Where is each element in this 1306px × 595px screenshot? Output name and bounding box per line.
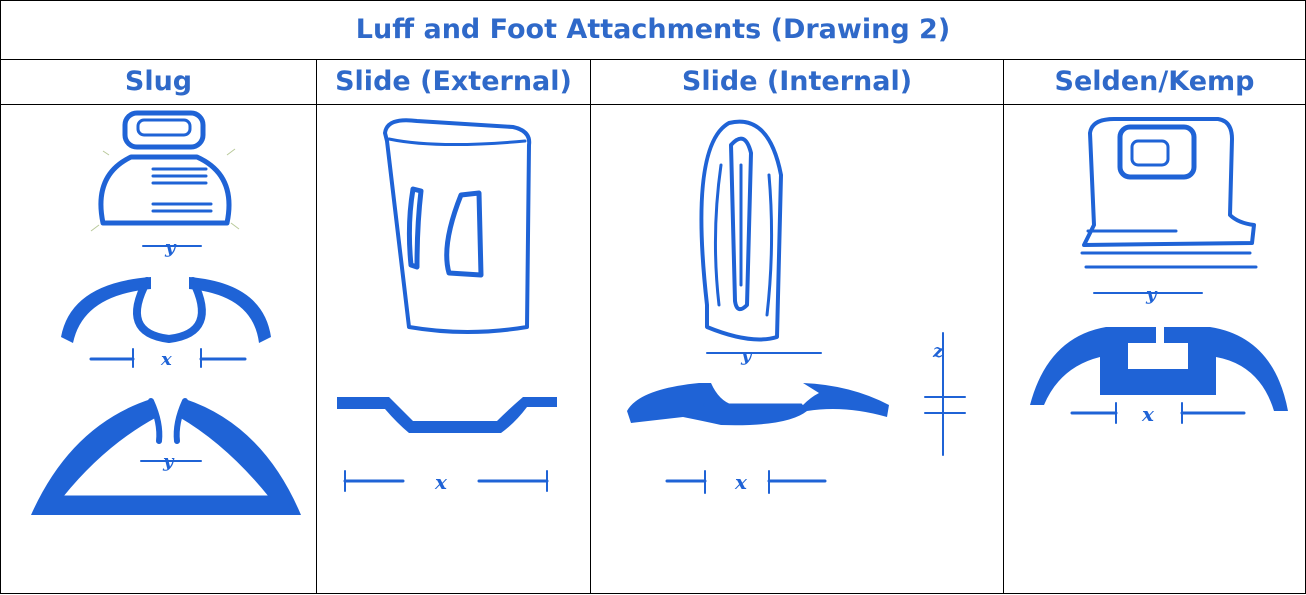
column-header-slug: Slug [124, 66, 193, 97]
selden-kemp-drawing: y x [1030, 117, 1288, 426]
slug-x-label: x [160, 349, 172, 370]
header-divider [1, 104, 1305, 105]
slide-internal-y-dimension: y [706, 345, 822, 366]
slug-profile-round [61, 277, 271, 343]
slide-internal-profile [627, 383, 889, 426]
column-divider-2 [590, 59, 591, 593]
slide-internal-drawing: y z x [627, 119, 966, 494]
selden-kemp-profile [1030, 327, 1288, 411]
slug-drawing-cell: y x y [1, 105, 316, 595]
column-header-slide-internal: Slide (Internal) [681, 66, 913, 97]
slide-external-x-dimension: x [343, 470, 549, 494]
selden-kemp-y-label: y [1145, 284, 1158, 305]
selden-kemp-x-dimension: x [1070, 402, 1246, 426]
column-header-selden-kemp: Selden/Kemp [1054, 66, 1255, 97]
column-divider-1 [316, 59, 317, 593]
slug-top-view [90, 110, 240, 232]
selden-kemp-y-dimension: y [1093, 284, 1203, 305]
slide-external-body [383, 118, 532, 334]
slide-internal-y-label: y [740, 345, 753, 366]
slug-profile-triangular [31, 398, 301, 515]
selden-kemp-drawing-cell: y x [1004, 105, 1305, 595]
slug-lower-y-dimension: y [140, 451, 202, 472]
table-title: Luff and Foot Attachments (Drawing 2) [355, 14, 951, 45]
slide-internal-x-label: x [734, 470, 748, 494]
title-divider [1, 59, 1305, 60]
slide-internal-body [699, 119, 783, 342]
slug-y-dimension: y [142, 237, 202, 258]
selden-kemp-top-view [1080, 117, 1258, 269]
selden-kemp-x-label: x [1141, 402, 1155, 426]
slug-lower-y-label: y [162, 451, 175, 472]
slug-x-dimension: x [89, 348, 247, 370]
slide-external-drawing: x [337, 118, 557, 494]
slide-internal-z-label: z [932, 341, 944, 362]
slide-internal-x-dimension: x [665, 470, 827, 494]
slug-drawing: y x y [31, 110, 301, 515]
slide-external-x-label: x [434, 470, 448, 494]
slide-internal-z-dimension: z [924, 332, 966, 456]
column-divider-3 [1003, 59, 1004, 593]
column-header-slide-external: Slide (External) [335, 66, 572, 97]
slug-y-label: y [164, 237, 177, 258]
slide-internal-drawing-cell: y z x [591, 105, 1003, 595]
slide-external-drawing-cell: x [317, 105, 590, 595]
slide-external-profile [337, 397, 557, 433]
